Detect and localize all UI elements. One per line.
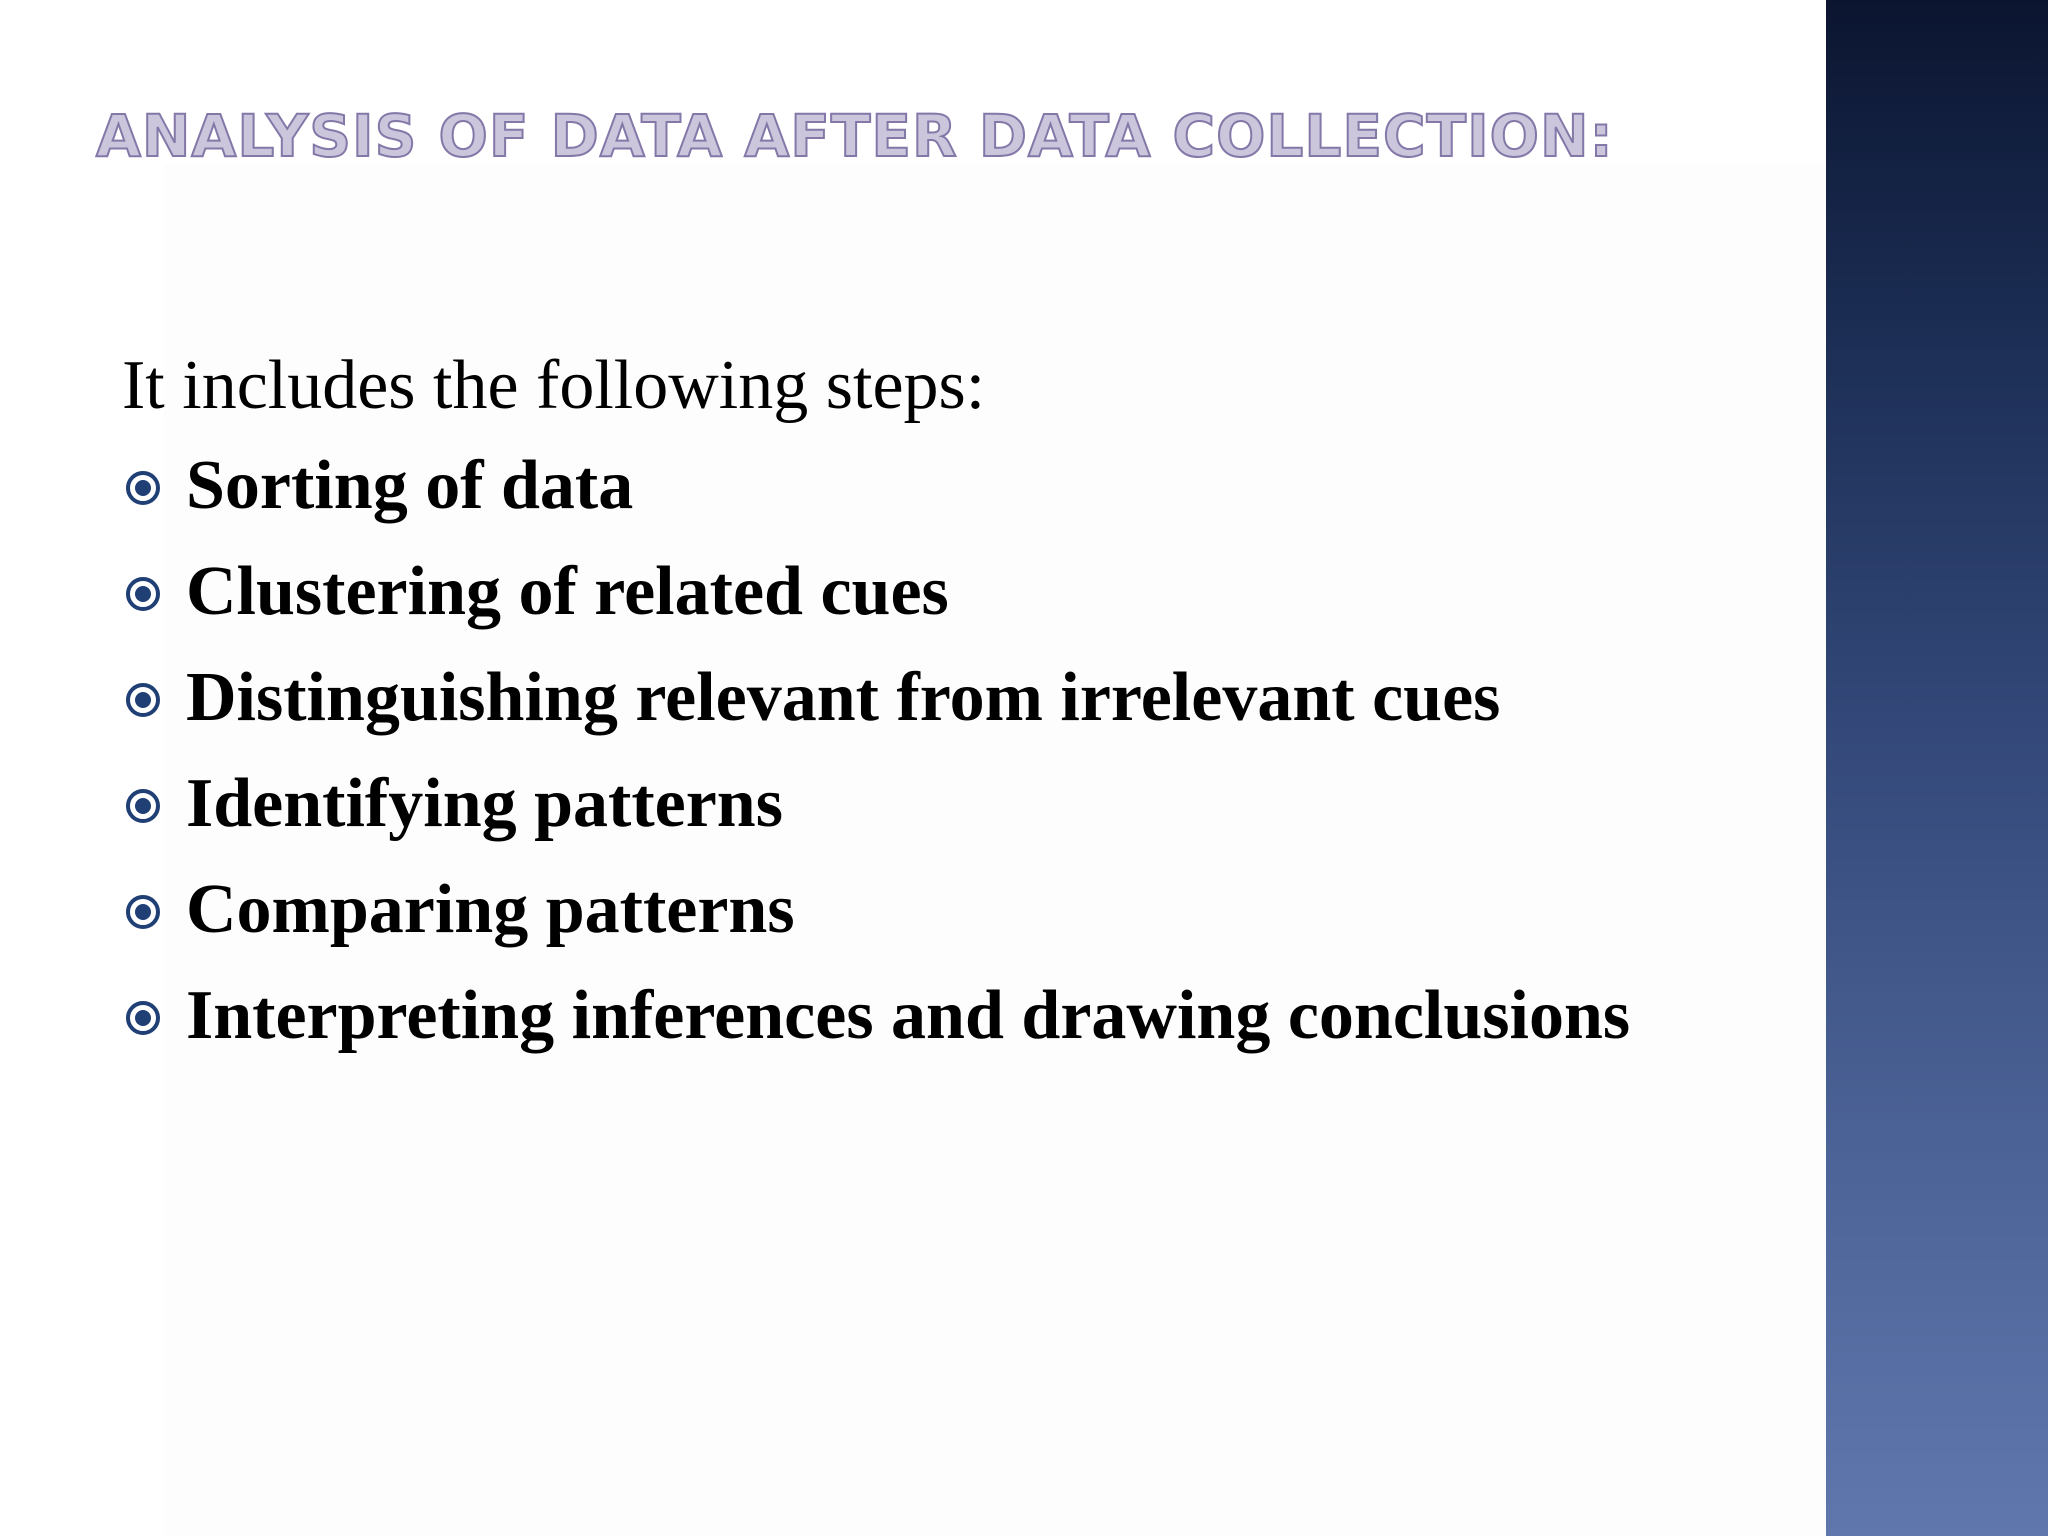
side-gradient-band [1826,0,2048,1536]
list-item: Distinguishing relevant from irrelevant … [122,652,1702,744]
content-panel [164,164,1826,1536]
circled-dot-bullet-icon [126,789,160,823]
step-label: Comparing patterns [186,871,795,948]
circled-dot-bullet-icon [126,577,160,611]
step-label: Clustering of related cues [186,553,949,630]
step-label: Distinguishing relevant from irrelevant … [186,659,1501,736]
slide-title: ANALYSIS OF DATA AFTER DATA COLLECTION: [95,101,1614,171]
slide-body: It includes the following steps: Sorting… [122,340,1702,1076]
list-item: Interpreting inferences and drawing conc… [122,970,1702,1062]
list-item: Comparing patterns [122,864,1702,956]
list-item: Identifying patterns [122,758,1702,850]
step-label: Identifying patterns [186,765,783,842]
circled-dot-bullet-icon [126,895,160,929]
steps-list: Sorting of data Clustering of related cu… [122,440,1702,1062]
intro-text: It includes the following steps: [122,347,986,424]
step-label: Sorting of data [186,447,634,524]
step-label: Interpreting inferences and drawing conc… [186,977,1631,1054]
circled-dot-bullet-icon [126,471,160,505]
circled-dot-bullet-icon [126,1001,160,1035]
circled-dot-bullet-icon [126,683,160,717]
list-item: Clustering of related cues [122,546,1702,638]
list-item: Sorting of data [122,440,1702,532]
